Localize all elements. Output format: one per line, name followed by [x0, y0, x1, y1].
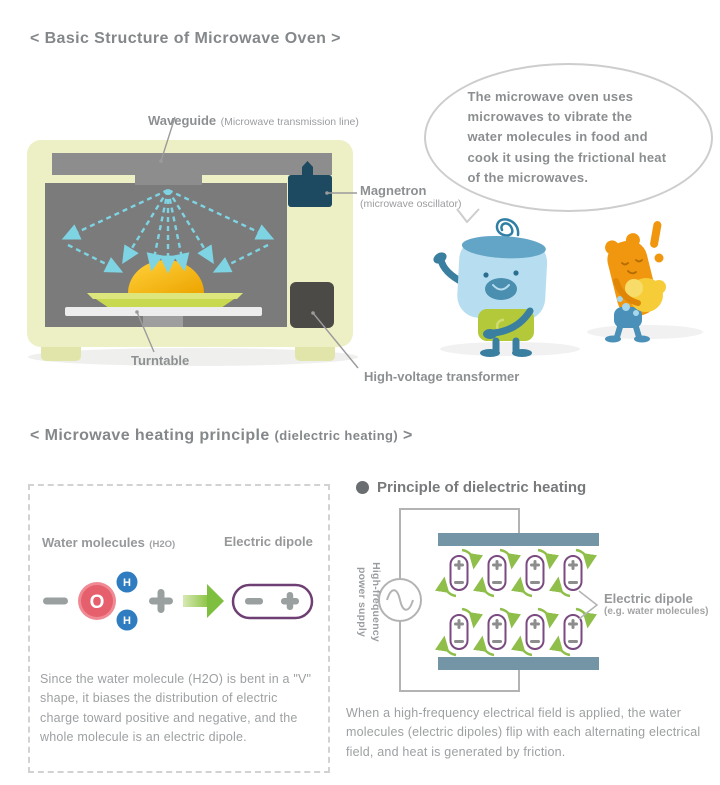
- electric-dipole-label-right: Electric dipole (e.g. water molecules): [604, 591, 708, 617]
- magnetron-shape: [288, 161, 332, 207]
- svg-text:H: H: [123, 615, 131, 627]
- dielectric-heading: Principle of dielectric heating: [356, 479, 586, 496]
- power-supply-label-line1: High-frequency: [370, 562, 382, 642]
- hydrogen-atom-top: H: [116, 571, 138, 593]
- hydrogen-atom-bottom: H: [116, 609, 138, 631]
- mascot-orange-character: [605, 221, 666, 343]
- water-molecules-label-main: Water molecules: [42, 535, 145, 550]
- water-molecule-panel: [28, 484, 330, 773]
- electric-dipole-label-sub: (e.g. water molecules): [604, 606, 709, 617]
- transform-arrow: [183, 584, 224, 618]
- section2-title: < Microwave heating principle (dielectri…: [30, 427, 413, 445]
- capacitor-plate-top: [438, 533, 599, 546]
- microwave-rays: [61, 188, 275, 274]
- capacitor-plate-bottom: [438, 657, 599, 670]
- waveguide-shape: [52, 153, 332, 185]
- dielectric-description: When a high-frequency electrical field i…: [346, 706, 701, 759]
- turntable-pedestal: [143, 316, 183, 327]
- magnetron-label: Magnetron (microwave oscillator): [360, 183, 462, 210]
- dielectric-heading-text: Principle of dielectric heating: [377, 479, 587, 496]
- transformer-label: High-voltage transformer: [364, 369, 520, 384]
- dipole-capsules: [444, 550, 588, 655]
- circuit-diagram: [378, 508, 599, 692]
- speech-bubble-text: The microwave oven uses microwaves to vi…: [467, 89, 667, 185]
- section2-title-close: >: [402, 427, 413, 444]
- dipole-capsule: [231, 583, 314, 620]
- speech-bubble: The microwave oven uses microwaves to vi…: [424, 63, 713, 212]
- circuit-wires: [399, 508, 520, 692]
- molecule-diagram: O H H: [43, 571, 314, 631]
- blue-mascot-shadow: [440, 342, 580, 356]
- oven-shadow: [28, 348, 358, 366]
- power-supply-label-line2: power supply: [356, 566, 369, 638]
- leader-lines: [135, 116, 359, 369]
- transformer-shape: [290, 282, 334, 328]
- electric-dipole-label-left: Electric dipole: [224, 534, 313, 549]
- water-molecules-label-sub: (H2O): [149, 539, 176, 550]
- waveguide-label-sub: (Microwave transmission line): [220, 116, 359, 128]
- section2-title-main: < Microwave heating principle: [30, 427, 270, 444]
- water-molecule-description: Since the water molecule (H2O) is bent i…: [40, 672, 312, 745]
- mascot-illustration: [433, 218, 703, 357]
- waveguide-label: Waveguide (Microwave transmission line): [148, 112, 359, 130]
- bullet-icon: [356, 481, 369, 494]
- plate: [87, 293, 243, 308]
- electric-dipole-label-main: Electric dipole: [604, 591, 693, 606]
- power-supply-label: High-frequency power supply: [354, 556, 382, 648]
- waveguide-label-main: Waveguide: [148, 113, 217, 128]
- turntable-label: Turntable: [131, 353, 190, 368]
- turntable-shape: [65, 307, 262, 316]
- speech-bubble-tail: [456, 208, 480, 223]
- magnetron-label-main: Magnetron: [360, 183, 427, 198]
- microwave-oven-illustration: [27, 116, 359, 369]
- section2-title-paren: (dielectric heating): [274, 428, 399, 443]
- water-molecules-label: Water molecules (H2O): [42, 534, 175, 552]
- dipole-leader-lines: [578, 590, 599, 620]
- svg-text:O: O: [90, 592, 105, 613]
- magnetron-label-sub: (microwave oscillator): [360, 198, 462, 210]
- plus-sign: [149, 589, 173, 613]
- oxygen-atom: O: [78, 582, 116, 620]
- power-supply-symbol: [378, 578, 422, 622]
- minus-sign: [43, 597, 68, 605]
- mascot-blue-character: [433, 218, 548, 357]
- section1-title: < Basic Structure of Microwave Oven >: [30, 30, 341, 47]
- svg-text:H: H: [123, 577, 131, 589]
- exclamation-icon: [650, 221, 664, 263]
